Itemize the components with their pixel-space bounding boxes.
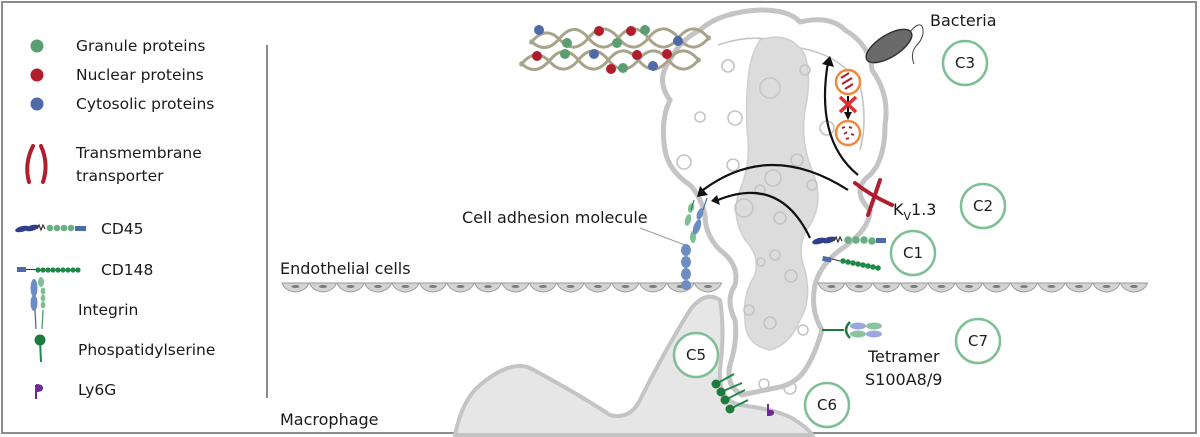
endothelial-nucleus <box>346 285 355 288</box>
endothelial-nucleus <box>882 285 891 288</box>
cell-adhesion-molecule <box>639 197 708 290</box>
phosphatidylserine-molecules <box>711 373 749 414</box>
endothelial-nucleus <box>1047 285 1056 288</box>
cd148-icon <box>17 267 81 273</box>
endothelial-nucleus <box>291 285 300 288</box>
cd148-molecule <box>822 256 881 271</box>
endothelial-nucleus <box>855 285 863 288</box>
endothelial-layer <box>281 282 1149 293</box>
kv13-transporter <box>853 178 894 217</box>
signal-arrows <box>702 61 859 239</box>
s100a8-9-label: S100A8/9 <box>865 370 942 389</box>
endothelial-nucleus <box>456 285 465 288</box>
legend-label-cd148: CD148 <box>101 261 154 279</box>
circle-c6: C6 <box>803 381 851 429</box>
endothelial-nucleus <box>1130 285 1138 288</box>
endothelial-nucleus <box>319 285 327 288</box>
endothelial-nucleus <box>539 285 547 288</box>
cell-adhesion-molecule-label: Cell adhesion molecule <box>462 208 648 227</box>
endothelial-nucleus <box>484 285 492 288</box>
legend-label-cd45: CD45 <box>101 220 144 238</box>
endothelial-nucleus <box>1020 285 1028 288</box>
endothelial-nucleus <box>594 285 602 288</box>
endothelial-nucleus <box>1075 285 1083 288</box>
circle-c7: C7 <box>954 317 1002 365</box>
kv13-label: KV1.3 <box>893 200 936 223</box>
svg-text:C1: C1 <box>903 244 923 262</box>
inner-membrane <box>717 37 865 151</box>
transmembrane-transporter-icon <box>25 144 48 184</box>
endothelial-nucleus <box>992 285 1001 288</box>
endothelial-nucleus <box>566 285 575 288</box>
endothelial-nucleus <box>374 285 382 288</box>
red-dot-icon <box>30 68 44 82</box>
inhibition-cross-icon <box>838 95 858 114</box>
circle-c3: C3 <box>941 39 989 87</box>
green-dot-icon <box>30 39 44 53</box>
legend-label-transporter-1: Transmembrane <box>76 144 202 162</box>
endothelial-cells-label: Endothelial cells <box>280 259 411 278</box>
tetramer-label: Tetramer <box>867 347 940 366</box>
blue-dot-icon <box>30 97 44 111</box>
bacteria-label: Bacteria <box>930 11 997 30</box>
endothelial-nucleus <box>511 285 520 288</box>
legend-label-cytosolic: Cytosolic proteins <box>76 95 215 113</box>
endothelial-nucleus <box>401 285 410 288</box>
endothelial-nucleus <box>910 285 918 288</box>
endothelial-nucleus <box>827 285 836 288</box>
legend-label-phosphatidylserine: Phospatidylserine <box>78 341 216 359</box>
ly6g-molecule <box>767 404 774 416</box>
endothelial-nucleus <box>965 285 973 288</box>
svg-text:C2: C2 <box>973 197 993 215</box>
endothelial-nucleus <box>649 285 657 288</box>
ly6g-icon <box>35 384 43 399</box>
cd45-icon <box>15 223 86 233</box>
svg-text:C3: C3 <box>955 54 975 72</box>
circle-c1: C1 <box>889 229 937 277</box>
granule-intact <box>834 68 862 96</box>
legend-label-nuclear: Nuclear proteins <box>76 66 204 84</box>
endothelial-nucleus <box>429 285 437 288</box>
endothelial-nucleus <box>1102 285 1111 288</box>
phosphatidylserine-icon <box>34 334 46 363</box>
endothelial-nucleus <box>621 285 630 288</box>
nucleus <box>735 36 819 351</box>
legend-label-ly6g: Ly6G <box>78 381 117 399</box>
svg-text:C5: C5 <box>686 346 706 364</box>
legend-label-granule: Granule proteins <box>76 37 206 55</box>
vesicles <box>676 59 835 395</box>
s100a8-9-tetramer <box>822 321 882 339</box>
endothelial-nucleus <box>937 285 946 288</box>
endothelial-nucleus <box>704 285 712 288</box>
legend-label-integrin: Integrin <box>78 301 139 319</box>
circle-c2: C2 <box>959 182 1007 230</box>
svg-text:C7: C7 <box>968 332 988 350</box>
cd45-molecule <box>812 235 886 245</box>
circle-c5: C5 <box>672 331 720 379</box>
legend-label-transporter-2: transporter <box>76 167 164 185</box>
granule-fragmented <box>834 119 862 147</box>
integrin-icon <box>30 277 46 330</box>
dna-strands <box>518 25 712 74</box>
svg-text:C6: C6 <box>817 396 837 414</box>
macrophage-label: Macrophage <box>280 410 379 429</box>
bacteria-icon <box>865 24 924 65</box>
